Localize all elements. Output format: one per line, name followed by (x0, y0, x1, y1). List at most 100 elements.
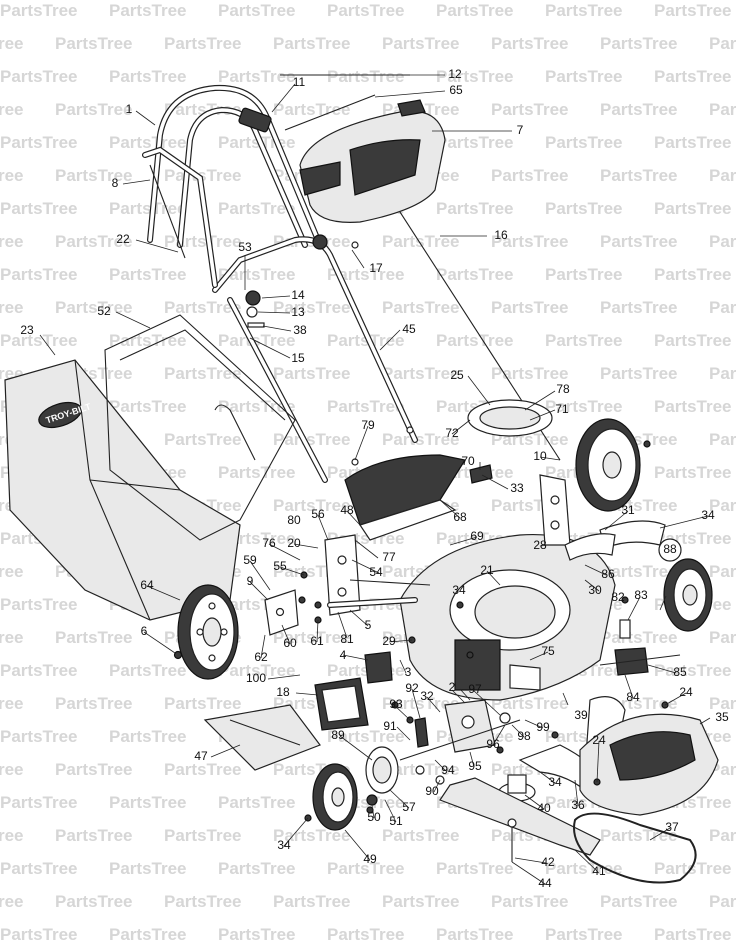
callout-11: 11 (293, 75, 306, 89)
callout-38: 38 (293, 323, 307, 337)
callout-41: 41 (592, 864, 606, 878)
rear-wheel-left (177, 584, 239, 680)
front-skirt-35 (579, 713, 719, 816)
callout-51: 51 (389, 814, 403, 828)
callout-75: 75 (541, 644, 555, 658)
callout-36: 36 (571, 798, 585, 812)
callout-69: 69 (470, 529, 484, 543)
callout-1: 1 (126, 102, 133, 116)
mower-blade (439, 777, 601, 856)
callout-54: 54 (369, 565, 383, 579)
callout-59: 59 (243, 553, 257, 567)
upper-handle (147, 84, 323, 248)
side-bracket-left (264, 589, 299, 636)
callout-90: 90 (425, 784, 439, 798)
callout-28: 28 (533, 538, 547, 552)
transmission (399, 699, 521, 761)
callout-77: 77 (382, 550, 396, 564)
callout-49: 49 (363, 852, 377, 866)
callout-35: 35 (715, 710, 729, 724)
bolt-34c (551, 731, 559, 739)
front-height-bracket (564, 520, 666, 561)
callout-93: 93 (389, 697, 403, 711)
handle-knobs (245, 234, 414, 466)
control-bar (142, 146, 218, 288)
callout-57: 57 (402, 800, 416, 814)
callout-30: 30 (588, 583, 602, 597)
callout-78: 78 (556, 382, 570, 396)
leader-lines (39, 74, 711, 885)
rear-deflector (344, 454, 466, 541)
engine-cover (299, 99, 446, 223)
callout-31: 31 (621, 503, 635, 517)
callout-34a: 34 (701, 508, 715, 522)
drive-belt-37 (573, 812, 697, 884)
door-bracket-4 (364, 651, 393, 684)
callout-44: 44 (538, 876, 552, 890)
callout-8: 8 (112, 176, 119, 190)
grass-bag-frame (104, 314, 296, 541)
callout-100: 100 (246, 671, 266, 685)
callout-56: 56 (311, 507, 325, 521)
callout-48: 48 (340, 503, 354, 517)
front-axle-assembly (599, 619, 681, 676)
callout-95: 95 (468, 759, 482, 773)
rear-axle (327, 597, 418, 608)
side-discharge-chute (203, 704, 321, 771)
callout-39: 39 (574, 708, 588, 722)
callout-18: 18 (276, 685, 290, 699)
callout-64: 64 (140, 578, 154, 592)
callout-84: 84 (626, 690, 640, 704)
callout-2: 2 (449, 680, 456, 694)
callout-10: 10 (533, 449, 547, 463)
belt-guard-25 (467, 399, 553, 437)
callout-29: 29 (382, 634, 396, 648)
callout-53: 53 (238, 240, 252, 254)
callout-45: 45 (402, 322, 416, 336)
callout-37: 37 (665, 820, 679, 834)
callout-55: 55 (273, 559, 287, 573)
front-wheel-left (312, 763, 358, 831)
callout-9: 9 (247, 574, 254, 588)
callout-34d: 34 (277, 838, 291, 852)
callout-72: 72 (445, 426, 459, 440)
callout-6: 6 (141, 624, 148, 638)
callout-24b: 24 (592, 733, 606, 747)
mulch-door (314, 677, 369, 731)
shift-linkage (414, 717, 445, 785)
drive-bracket-right (539, 474, 571, 546)
callout-22: 22 (116, 232, 130, 246)
callout-32: 32 (420, 689, 434, 703)
callout-23: 23 (20, 323, 34, 337)
callout-71: 71 (555, 402, 569, 416)
rear-height-bracket (324, 534, 431, 616)
callout-14: 14 (291, 288, 305, 302)
callout-labels: 1 2 3 4 5 6 7 8 9 10 11 12 13 14 15 16 1… (20, 67, 729, 890)
callout-5: 5 (365, 618, 372, 632)
grass-bag: TROY-BILT (4, 359, 241, 621)
callout-97: 97 (468, 682, 482, 696)
callout-83: 83 (634, 588, 648, 602)
callout-80: 80 (287, 513, 301, 527)
callout-42: 42 (541, 855, 555, 869)
callout-20: 20 (287, 536, 301, 550)
callout-94: 94 (441, 763, 455, 777)
front-wheel-right (663, 558, 713, 632)
callout-15: 15 (291, 351, 305, 365)
mower-deck (399, 533, 616, 701)
callout-33: 33 (510, 481, 524, 495)
cable-65 (284, 94, 376, 131)
callout-79: 79 (361, 418, 375, 432)
callout-24a: 24 (679, 685, 693, 699)
callout-3: 3 (405, 665, 412, 679)
callout-96: 96 (486, 737, 500, 751)
callout-61: 61 (310, 634, 324, 648)
callout-34b: 34 (452, 583, 466, 597)
callout-92: 92 (405, 681, 419, 695)
hubcap-88 (658, 538, 682, 562)
callout-40: 40 (537, 801, 551, 815)
callout-91: 91 (383, 719, 397, 733)
callout-7: 7 (517, 123, 524, 137)
callout-13: 13 (291, 305, 305, 319)
